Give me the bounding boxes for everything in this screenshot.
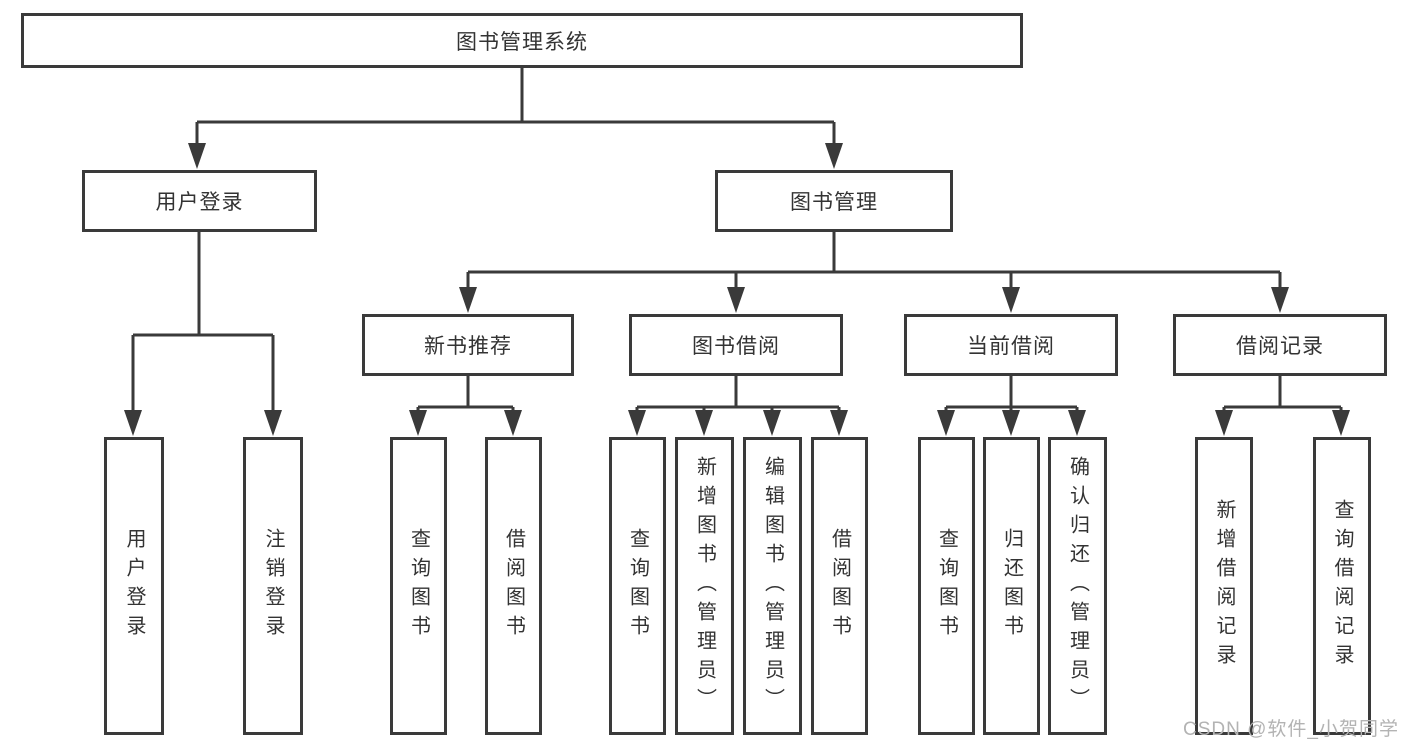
node-borrow-book-1: 借阅图书 bbox=[485, 437, 542, 735]
node-add-borrow-record: 新增借阅记录 bbox=[1195, 437, 1253, 735]
node-current-borrow: 当前借阅 bbox=[904, 314, 1118, 376]
node-query-borrow-record: 查询借阅记录 bbox=[1313, 437, 1371, 735]
node-query-book-1: 查询图书 bbox=[390, 437, 447, 735]
node-user-login-leaf: 用户登录 bbox=[104, 437, 164, 735]
node-root: 图书管理系统 bbox=[21, 13, 1023, 68]
node-book-management: 图书管理 bbox=[715, 170, 953, 232]
watermark-text: CSDN @软件_小贺同学 bbox=[1183, 719, 1399, 740]
node-new-book-recommend: 新书推荐 bbox=[362, 314, 574, 376]
node-borrow-book-2: 借阅图书 bbox=[811, 437, 868, 735]
node-edit-book-admin: 编辑图书（管理员） bbox=[743, 437, 802, 735]
node-book-borrow: 图书借阅 bbox=[629, 314, 843, 376]
node-logout-leaf: 注销登录 bbox=[243, 437, 303, 735]
node-return-book: 归还图书 bbox=[983, 437, 1040, 735]
node-query-book-3: 查询图书 bbox=[918, 437, 975, 735]
node-user-login: 用户登录 bbox=[82, 170, 317, 232]
node-confirm-return-admin: 确认归还（管理员） bbox=[1048, 437, 1107, 735]
node-borrow-records: 借阅记录 bbox=[1173, 314, 1387, 376]
node-add-book-admin: 新增图书（管理员） bbox=[675, 437, 734, 735]
node-query-book-2: 查询图书 bbox=[609, 437, 666, 735]
